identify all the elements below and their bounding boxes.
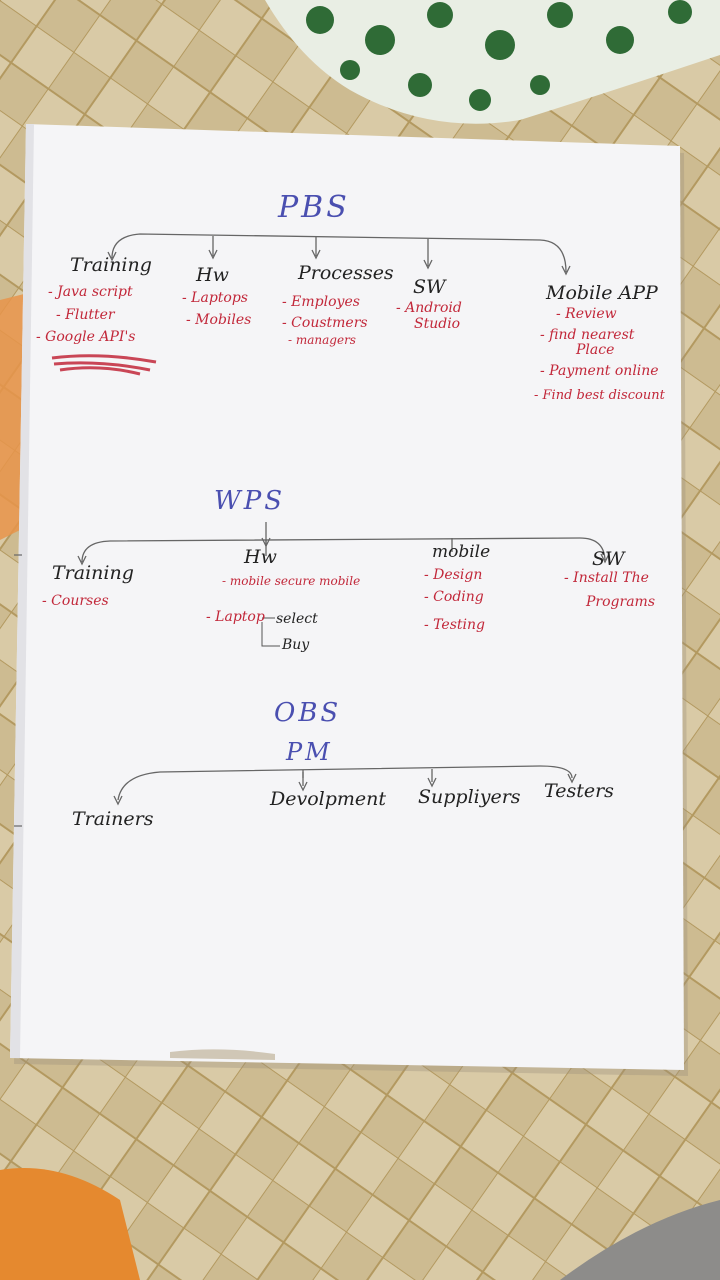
obs-connectors: [113, 765, 577, 806]
wps-sw-item: Programs: [586, 594, 656, 610]
pbs-mobile-app-item: - Review: [556, 306, 617, 322]
wps-mobile-item: - Coding: [424, 589, 484, 605]
wps-title: WPS: [214, 486, 286, 516]
pbs-mobile-app-item: Place: [576, 342, 615, 358]
pbs-title: PBS: [278, 190, 350, 225]
wps-hw-item: select: [276, 611, 318, 627]
pbs-processes-item: - Employes: [282, 294, 360, 310]
grey-cloth: [560, 1200, 720, 1280]
pbs-processes-item: - Coustmers: [282, 315, 368, 331]
pbs-processes-item: - managers: [288, 333, 356, 347]
wps-sw-item: - Install The: [564, 570, 649, 586]
obs-root-pm: PM: [286, 738, 333, 766]
pbs-training-item: - Google API's: [36, 329, 136, 345]
pbs-branch-processes: Processes: [298, 262, 394, 284]
paper-stain: [170, 1049, 275, 1060]
paper-edge: [10, 124, 34, 1058]
margin-marks: [14, 554, 22, 827]
pbs-sw-item: Studio: [414, 316, 461, 332]
pbs-training-item: - Java script: [48, 284, 133, 300]
wps-branch-mobile: mobile: [432, 542, 491, 562]
wps-branch-sw: SW: [592, 548, 625, 570]
crossed-out-scribble: [51, 354, 157, 376]
knit-pattern: [306, 0, 692, 111]
wps-branch-training: Training: [52, 562, 134, 584]
orange-cloth-bottom: [0, 1168, 140, 1280]
obs-branch-trainers: Trainers: [72, 808, 154, 830]
pbs-branch-sw: SW: [413, 276, 446, 298]
pbs-mobile-app-item: - find nearest: [540, 327, 635, 343]
obs-branch-development: Devolpment: [270, 788, 387, 810]
pbs-connectors: [107, 233, 571, 276]
pbs-branch-hw: Hw: [196, 264, 229, 286]
wps-hw-item: Buy: [282, 637, 310, 653]
obs-branch-testers: Testers: [544, 780, 614, 802]
pbs-mobile-app-item: - Find best discount: [534, 388, 665, 403]
pbs-mobile-app-item: - Payment online: [540, 363, 659, 379]
pbs-branch-mobile-app: Mobile APP: [546, 282, 658, 304]
pbs-hw-item: - Laptops: [182, 290, 248, 306]
hw-arrows: [261, 617, 280, 647]
obs-branch-suppliers: Suppliyers: [418, 786, 521, 808]
wps-hw-item: - Laptop: [206, 609, 265, 625]
wps-mobile-item: - Design: [424, 567, 483, 583]
paper-sheet: [10, 124, 684, 1070]
wps-mobile-item: - Testing: [424, 617, 485, 633]
pbs-sw-item: - Android: [396, 300, 462, 316]
pbs-branch-training: Training: [70, 254, 152, 276]
wps-hw-item: - mobile secure mobile: [222, 574, 361, 588]
pbs-training-item: - Flutter: [56, 307, 115, 323]
wps-training-item: - Courses: [42, 593, 109, 609]
obs-title: OBS: [274, 698, 342, 728]
wps-branch-hw: Hw: [244, 546, 277, 568]
pbs-hw-item: - Mobiles: [186, 312, 252, 328]
wps-connectors: [77, 522, 610, 566]
